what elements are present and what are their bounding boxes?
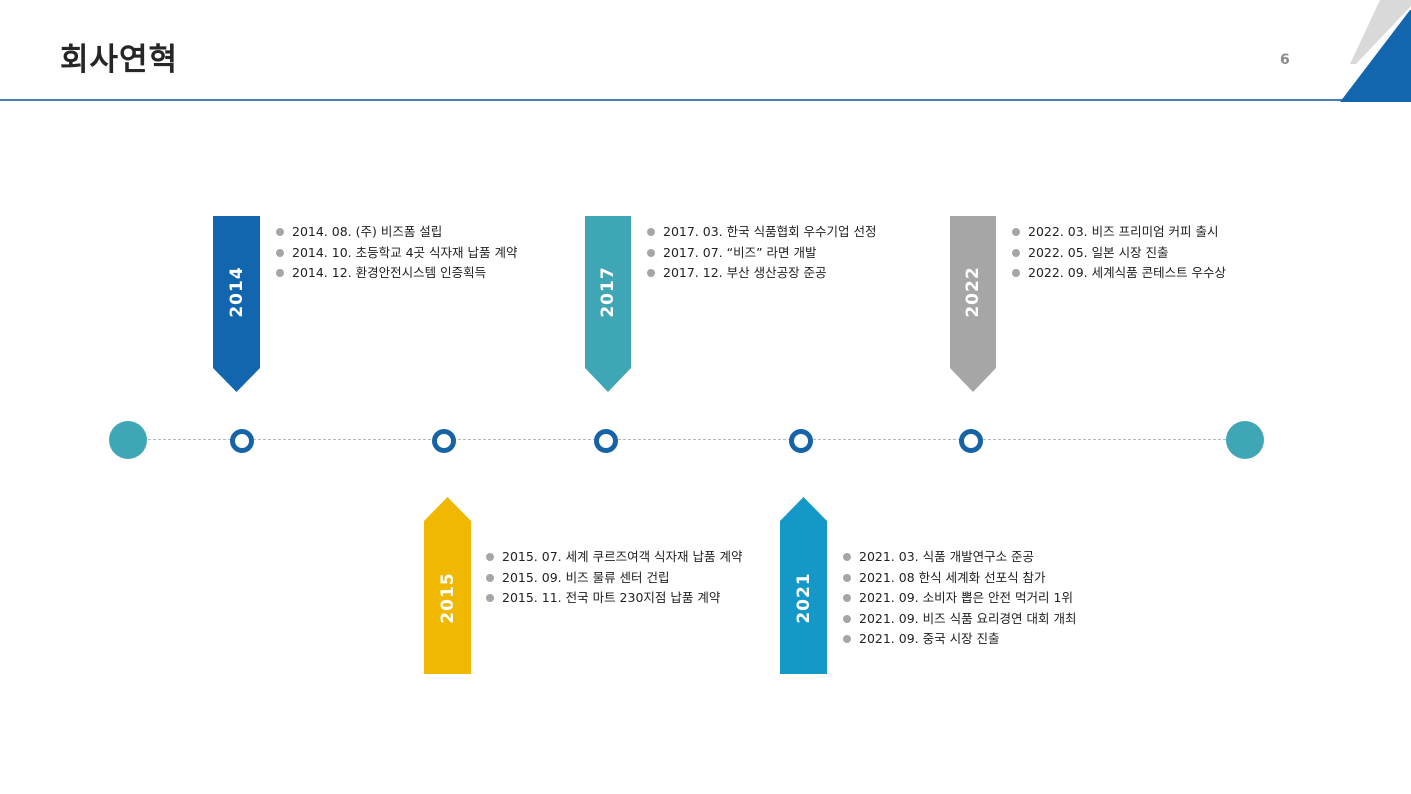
milestone-2017-events: 2017. 03. 한국 식품협회 우수기업 선정 2017. 07. “비즈”…: [647, 222, 927, 284]
timeline-node-2014: [230, 429, 254, 453]
milestone-2014-events: 2014. 08. (주) 비즈폼 설립 2014. 10. 초등학교 4곳 식…: [276, 222, 532, 284]
event-item: 2021. 09. 비즈 식품 요리경연 대회 개최: [843, 609, 1143, 630]
event-item: 2021. 08 한식 세계화 선포식 참가: [843, 568, 1143, 589]
event-item: 2021. 03. 식품 개발연구소 준공: [843, 547, 1143, 568]
event-item: 2015. 07. 세계 쿠르즈여객 식자재 납품 계약: [486, 547, 756, 568]
milestone-2021-banner: 2021: [780, 497, 827, 674]
event-item: 2014. 12. 환경안전시스템 인증획득: [276, 263, 532, 284]
event-item: 2022. 05. 일본 시장 진출: [1012, 243, 1312, 264]
event-item: 2021. 09. 소비자 뽑은 안전 먹거리 1위: [843, 588, 1143, 609]
event-item: 2017. 07. “비즈” 라면 개발: [647, 243, 927, 264]
timeline-start-dot: [109, 421, 147, 459]
event-item: 2021. 09. 중국 시장 진출: [843, 629, 1143, 650]
timeline-node-2021: [789, 429, 813, 453]
timeline-end-dot: [1226, 421, 1264, 459]
corner-decoration: [1340, 0, 1411, 102]
event-item: 2015. 11. 전국 마트 230지점 납품 계약: [486, 588, 756, 609]
event-item: 2022. 03. 비즈 프리미엄 커피 출시: [1012, 222, 1312, 243]
milestone-2022-events: 2022. 03. 비즈 프리미엄 커피 출시 2022. 05. 일본 시장 …: [1012, 222, 1312, 284]
event-item: 2014. 08. (주) 비즈폼 설립: [276, 222, 532, 243]
timeline-node-2015: [432, 429, 456, 453]
milestone-2022-banner: 2022: [950, 216, 996, 392]
milestone-2014-banner: 2014: [213, 216, 260, 392]
milestone-2017-year: 2017: [598, 266, 618, 318]
milestone-2015-events: 2015. 07. 세계 쿠르즈여객 식자재 납품 계약 2015. 09. 비…: [486, 547, 756, 609]
timeline-node-2017: [594, 429, 618, 453]
milestone-2021-year: 2021: [793, 571, 814, 624]
event-item: 2022. 09. 세계식품 콘테스트 우수상: [1012, 263, 1312, 284]
header-divider: [0, 99, 1411, 101]
milestone-2022-year: 2022: [963, 266, 983, 318]
milestone-2015-year: 2015: [437, 571, 458, 624]
page-number: 6: [1280, 52, 1290, 68]
event-item: 2017. 12. 부산 생산공장 준공: [647, 263, 927, 284]
milestone-2017-banner: 2017: [585, 216, 631, 392]
event-item: 2015. 09. 비즈 물류 센터 건립: [486, 568, 756, 589]
event-item: 2014. 10. 초등학교 4곳 식자재 납품 계약: [276, 243, 532, 264]
page-title: 회사연혁: [60, 42, 179, 78]
timeline-node-2022: [959, 429, 983, 453]
event-item: 2017. 03. 한국 식품협회 우수기업 선정: [647, 222, 927, 243]
milestone-2014-year: 2014: [226, 266, 247, 318]
milestone-2015-banner: 2015: [424, 497, 471, 674]
milestone-2021-events: 2021. 03. 식품 개발연구소 준공 2021. 08 한식 세계화 선포…: [843, 547, 1143, 650]
timeline-axis: [128, 439, 1246, 440]
